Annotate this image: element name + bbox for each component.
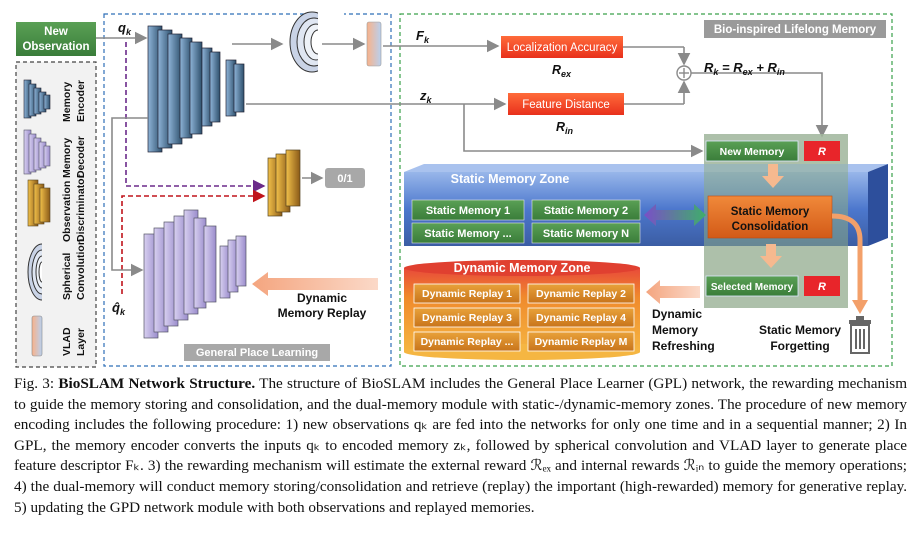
new-memory-reward-box [804,141,840,161]
dynamic-replay-item-5 [413,331,521,352]
consolidation-to-selected-arrow [760,244,782,268]
legend-memory-decoder-l1: Memory [61,138,73,178]
zero-one-label: 0/1 [337,173,352,185]
refreshing-l3: Refreshing [652,339,715,353]
feature-distance-label: Feature Distance [522,99,610,111]
dynamic-replay-item-m [527,331,635,352]
dynamic-replay-item-2 [527,283,635,304]
new-memory-label: New Memory [720,146,785,158]
red-dashed-arrow [121,189,266,294]
new-memory-box [705,140,799,162]
dynamic-replay-label-1: Dynamic Replay 1 [422,288,512,300]
selected-memory-label: Selected Memory [711,282,794,293]
static-memory-label-2: Static Memory 2 [544,205,628,217]
caption-title: BioSLAM Network Structure. [58,375,256,392]
trash-icon [849,316,871,354]
legend-spherical: Spherical [61,253,73,300]
dynamic-zone-label: Dynamic Memory Zone [454,261,591,275]
forgetting-l2: Forgetting [770,339,829,353]
dynamic-replay-label-3: Dynamic Replay 3 [422,312,512,324]
dynamic-replay-label-5: Dynamic Replay ... [421,336,514,348]
figure-diagram: Memory Encoder Memory Decoder Observatio… [15,10,893,368]
encoder-to-decoder-arrow [111,117,148,277]
gpl-label-bg [184,344,330,361]
legend-memory-encoder-l1: Memory [61,82,73,122]
reward-to-r-arrow [691,72,829,138]
dynamic-memory-replay-l1: Dynamic [297,291,347,305]
feature-distance-box [508,93,624,115]
legend-vlad: VLAD [61,327,73,356]
gpl-box [103,13,392,367]
caption-body: The structure of BioSLAM includes the Ge… [14,375,908,516]
legend-memory-decoder-l2: Decoder [75,136,87,178]
static-memory-item-n [531,222,641,244]
static-memory-item-1 [411,199,525,221]
zk-label: zk [419,88,433,105]
static-memory-item-3 [411,222,525,244]
dynamic-replay-label-2: Dynamic Replay 2 [536,288,626,300]
vlad-legend-icon [31,315,43,357]
dynamic-replay-item-1 [413,283,521,304]
zk-to-new-memory-arrow [463,104,704,158]
consolidation-box [707,195,833,239]
memory-encoder-legend-icon [23,79,51,119]
fk-label: Fk [416,28,430,45]
dynamic-replay-item-4 [527,307,635,328]
qhat-label: q̂k [112,300,126,317]
consolidation-l1: Static Memory [731,206,810,218]
vlad-layer-block [366,21,382,67]
selected-memory-box [705,275,799,297]
static-memory-label-1: Static Memory 1 [426,205,510,217]
rex-label: Rex [552,63,572,79]
new-to-consolidation-arrow [762,164,784,188]
gpl-label: General Place Learning [196,347,318,359]
consolidation-l2: Consolidation [732,221,809,233]
dynamic-replay-label-m: Dynamic Replay M [535,336,628,348]
static-memory-item-2 [531,199,641,221]
localization-accuracy-label: Localization Accuracy [507,42,618,54]
new-observation-l2: Observation [22,41,89,53]
legend-convolution: Convolution [75,239,87,300]
static-zone-label: Static Memory Zone [451,172,570,186]
refreshing-l1: Dynamic [652,307,702,321]
qk-label: qk [118,20,132,37]
dynamic-replay-label-4: Dynamic Replay 4 [536,312,626,324]
dynamic-refreshing-arrow [646,280,700,304]
static-memory-label-n: Static Memory N [543,228,629,240]
new-memory-reward-label: R [818,146,826,158]
bio-label-bg [704,20,886,38]
memory-decoder-legend-icon [23,129,51,175]
new-observation-box [16,22,96,56]
selected-memory-reward-label: R [818,281,826,293]
consolidation-double-arrow [644,204,706,226]
localization-accuracy-box [501,36,623,58]
dynamic-replay-arrow [252,272,378,296]
reward-equation: Rk = Rex + Rin [704,60,785,77]
purple-dashed-arrow [125,42,266,193]
new-observation-l1: New [44,26,68,38]
refreshing-l2: Memory [652,323,698,337]
caption-lead: Fig. 3: [14,375,59,392]
zero-one-box [325,168,365,188]
spherical-convolution-legend-icon [27,240,58,304]
observation-discriminator-block [267,149,301,217]
legend-observation: Observation [61,181,73,242]
dynamic-replay-item-3 [413,307,521,328]
selected-memory-reward-box [804,276,840,296]
legend-layer: Layer [75,328,87,356]
static-memory-label-3: Static Memory ... [424,228,511,240]
rin-label: Rin [556,120,574,136]
forgetting-l1: Static Memory [759,323,841,337]
dynamic-memory-replay-l2: Memory Replay [278,306,367,320]
memory-encoder-stack [147,25,245,153]
discriminator-legend-icon [27,179,51,227]
bio-label: Bio-inspired Lifelong Memory [714,24,877,36]
forgetting-arrow [831,213,863,304]
bio-memory-box [399,13,893,367]
spherical-convolution-block [289,10,344,76]
figure-caption: Fig. 3: BioSLAM Network Structure. The s… [14,374,907,518]
legend-memory-encoder-l2: Encoder [75,80,87,122]
memory-decoder-stack [143,209,247,339]
legend-discriminator: Discriminator [75,174,87,242]
